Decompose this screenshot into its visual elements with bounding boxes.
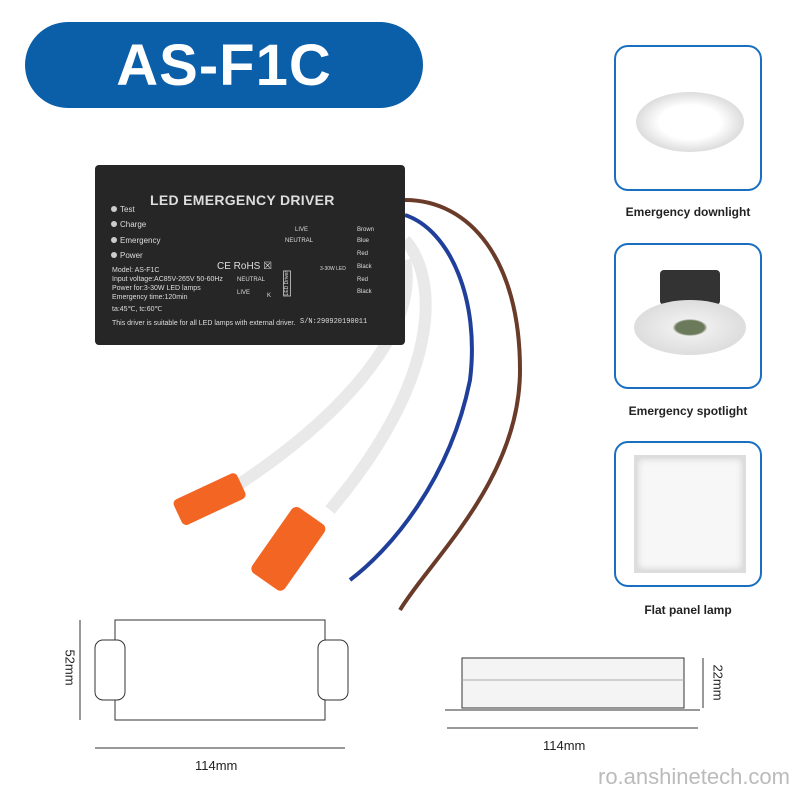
lamp-label: 3-30W LED: [320, 266, 346, 272]
spec-temp: ta:45℃, tc:60℃: [112, 306, 163, 313]
product-card-downlight: [614, 45, 762, 191]
serial-number: S/N:290920190011: [300, 318, 368, 326]
model-title-banner: AS-F1C: [25, 22, 423, 108]
dim-top-height: 52mm: [62, 649, 78, 686]
spec-time: Emergency time:120min: [112, 294, 188, 301]
connector-male: [173, 473, 246, 525]
spec-note: This driver is suitable for all LED lamp…: [112, 320, 296, 327]
wire-label-red-2: Red: [357, 277, 369, 283]
indicator-test: Test: [111, 205, 135, 214]
product-label-panel: Flat panel lamp: [644, 603, 732, 617]
flat-panel-image: [634, 455, 746, 573]
wire-label-live-2: LIVE: [237, 290, 251, 296]
wire-label-red: Red: [357, 251, 369, 257]
dim-side-height: 22mm: [710, 664, 726, 701]
dim-side-width: 114mm: [543, 738, 586, 753]
watermark: ro.anshinetech.com: [598, 764, 790, 789]
spec-input: Input voltage:AC85V-265V 50-60Hz: [112, 276, 223, 283]
spec-power: Power for:3-30W LED lamps: [112, 285, 201, 292]
wire-label-black-2: Black: [357, 289, 372, 295]
product-label-spotlight: Emergency spotlight: [628, 404, 748, 418]
indicator-power: Power: [111, 251, 143, 260]
product-card-panel: [614, 441, 762, 587]
wire-label-brown: Brown: [357, 227, 375, 233]
driver-heading: LED EMERGENCY DRIVER: [150, 192, 335, 208]
spotlight-heatsink: [660, 270, 720, 305]
wire-label-black: Black: [357, 264, 372, 270]
downlight-image: [636, 92, 744, 152]
certification-marks: CE RoHS ☒: [217, 261, 273, 272]
led-driver-box: LED Driver: [283, 270, 291, 297]
wire-label-neutral: NEUTRAL: [285, 238, 314, 244]
connector-female: [251, 506, 326, 591]
spotlight-image: [634, 300, 746, 355]
dim-top-width: 114mm: [195, 758, 238, 773]
wire-label-live: LIVE: [295, 227, 309, 233]
indicator-emergency: Emergency: [111, 236, 160, 245]
product-label-downlight: Emergency downlight: [625, 205, 751, 219]
indicator-charge: Charge: [111, 220, 146, 229]
spec-model: Model: AS-F1C: [112, 267, 160, 274]
switch-label: K: [267, 293, 272, 299]
wire-label-blue: Blue: [357, 238, 370, 244]
product-card-spotlight: [614, 243, 762, 389]
led-emergency-driver-unit: LED EMERGENCY DRIVER Test Charge Emergen…: [95, 165, 405, 345]
wire-label-neutral-2: NEUTRAL: [237, 277, 266, 283]
